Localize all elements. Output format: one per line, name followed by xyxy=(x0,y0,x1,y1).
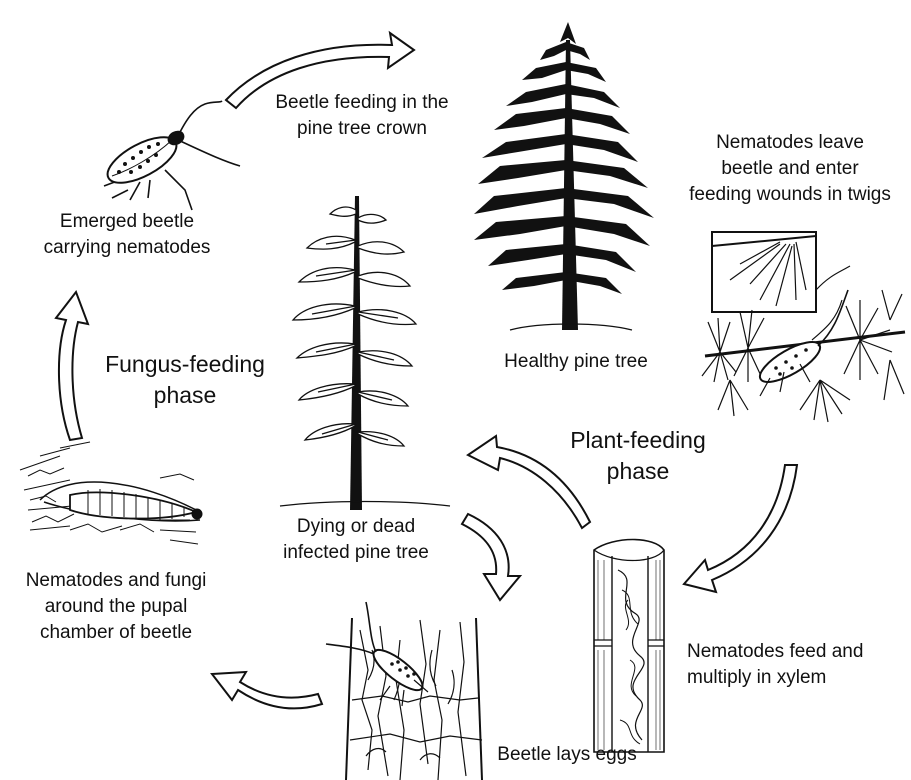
beetle-icon xyxy=(101,101,240,210)
cycle-arrow-icon xyxy=(684,465,797,592)
label-dying-tree-line1: Dying or dead xyxy=(297,516,415,537)
larva-icon xyxy=(20,442,202,544)
label-healthy-tree: Healthy pine tree xyxy=(504,351,648,372)
phase-fungus-line2: phase xyxy=(154,382,217,408)
label-nematodes-feed-line1: Nematodes feed and xyxy=(687,641,863,662)
label-nematodes-fungi-line1: Nematodes and fungi xyxy=(26,570,207,591)
label-nematodes-leave-line1: Nematodes leave xyxy=(716,132,864,153)
phase-plant-line1: Plant-feeding xyxy=(570,427,706,453)
bark-icon xyxy=(326,602,482,780)
phase-plant-line2: phase xyxy=(607,458,670,484)
cycle-arrow-icon xyxy=(56,292,88,440)
label-beetle-lays-eggs: Beetle lays eggs xyxy=(497,744,636,765)
label-emerged-beetle-line1: Emerged beetle xyxy=(60,211,194,232)
label-nematodes-fungi-line2: around the pupal xyxy=(45,596,188,617)
text-layer: Beetle feeding in the pine tree crown Em… xyxy=(26,92,891,765)
pine-tree-icon xyxy=(280,196,450,510)
label-nematodes-fungi-line3: chamber of beetle xyxy=(40,622,192,643)
cycle-arrow-icon xyxy=(212,672,322,708)
phase-fungus-line1: Fungus-feeding xyxy=(105,351,265,377)
pine-tree-icon xyxy=(474,22,654,330)
label-beetle-feeding-line1: Beetle feeding in the xyxy=(275,92,448,113)
label-nematodes-leave-line2: beetle and enter xyxy=(721,158,859,179)
twig-beetle-icon xyxy=(702,232,905,422)
label-emerged-beetle-line2: carrying nematodes xyxy=(44,237,211,258)
wood-section-icon xyxy=(594,540,664,753)
label-dying-tree-line2: infected pine tree xyxy=(283,542,429,563)
label-nematodes-feed-line2: multiply in xylem xyxy=(687,667,826,688)
cycle-arrow-icon xyxy=(462,514,520,600)
label-nematodes-leave-line3: feeding wounds in twigs xyxy=(689,184,891,205)
label-beetle-feeding-line2: pine tree crown xyxy=(297,118,427,139)
